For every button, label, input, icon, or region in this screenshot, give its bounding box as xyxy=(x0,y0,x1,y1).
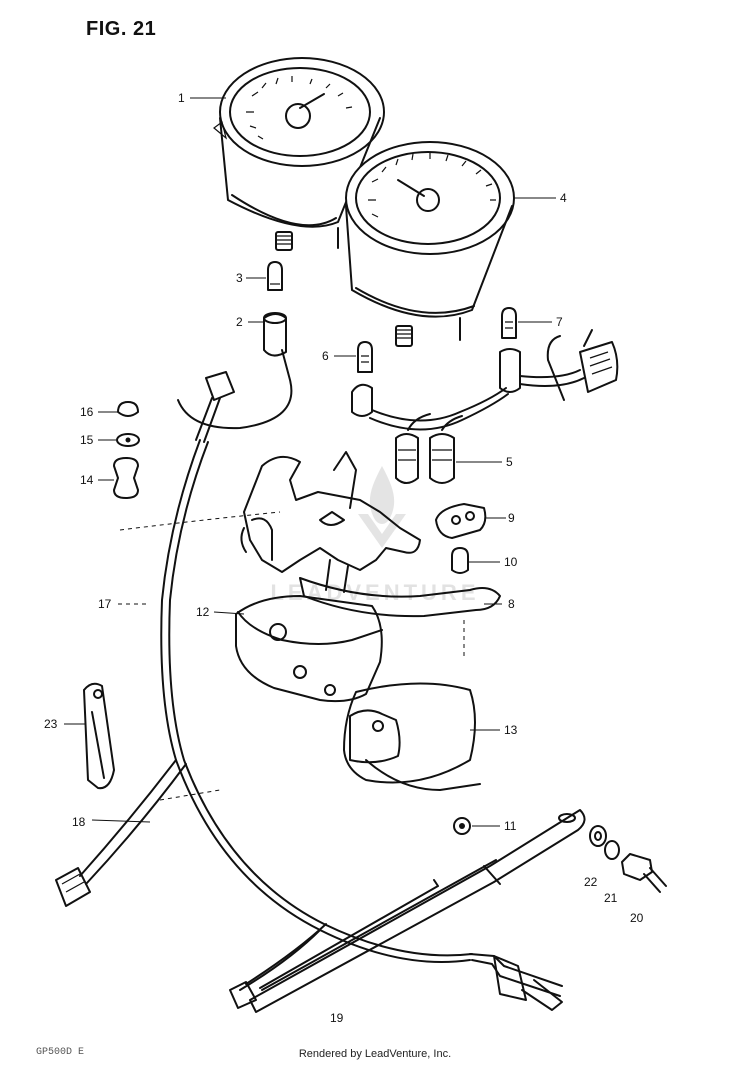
callout-12: 12 xyxy=(196,605,210,619)
callout-23: 23 xyxy=(44,717,58,731)
speedometer-cable xyxy=(55,371,473,963)
callout-19: 19 xyxy=(330,1011,344,1025)
washer-22 xyxy=(589,825,607,847)
callout-6: 6 xyxy=(322,349,329,363)
grommet-14 xyxy=(113,457,139,499)
callout-5: 5 xyxy=(506,455,513,469)
callout-11: 11 xyxy=(504,819,517,833)
callout-13: 13 xyxy=(504,723,518,737)
clamp-band xyxy=(83,682,115,790)
callout-1: 1 xyxy=(178,91,185,105)
callout-21: 21 xyxy=(604,891,618,905)
nut-11 xyxy=(453,817,471,835)
bolt-20 xyxy=(621,853,667,893)
callout-8: 8 xyxy=(508,597,515,611)
socket-2 xyxy=(177,312,293,430)
bulb-3 xyxy=(267,261,283,291)
wiring-harness xyxy=(351,329,619,484)
lockwasher-21 xyxy=(604,840,620,860)
figure-title: FIG. 21 xyxy=(86,18,157,40)
callout-9: 9 xyxy=(508,511,515,525)
spacer-10 xyxy=(451,547,469,574)
callout-16: 16 xyxy=(80,405,94,419)
model-code: GP500D E xyxy=(36,1047,85,1058)
callout-4: 4 xyxy=(560,191,567,205)
bottom-cover xyxy=(343,682,481,791)
callout-15: 15 xyxy=(80,433,94,447)
callout-17: 17 xyxy=(98,597,112,611)
callout-20: 20 xyxy=(630,911,644,925)
callout-3: 3 xyxy=(236,271,243,285)
bulb-6 xyxy=(357,341,373,373)
callout-14: 14 xyxy=(80,473,94,487)
cushion-9 xyxy=(435,503,487,539)
callout-18: 18 xyxy=(72,815,86,829)
callout-2: 2 xyxy=(236,315,243,329)
mounting-plate xyxy=(240,451,421,573)
bulb-7 xyxy=(501,307,517,339)
lower-housing xyxy=(235,559,383,703)
callout-7: 7 xyxy=(556,315,563,329)
leader-lines xyxy=(64,97,556,827)
washer-15 xyxy=(116,433,140,447)
bracket-strap xyxy=(249,809,586,1013)
base-plate xyxy=(299,577,501,618)
speedometer xyxy=(213,57,385,251)
render-credit: Rendered by LeadVenture, Inc. xyxy=(298,1048,452,1060)
tachometer-cable xyxy=(229,923,563,1011)
cushion-16 xyxy=(117,401,139,417)
callout-22: 22 xyxy=(584,875,598,889)
callout-10: 10 xyxy=(504,555,518,569)
tachometer xyxy=(345,141,515,347)
